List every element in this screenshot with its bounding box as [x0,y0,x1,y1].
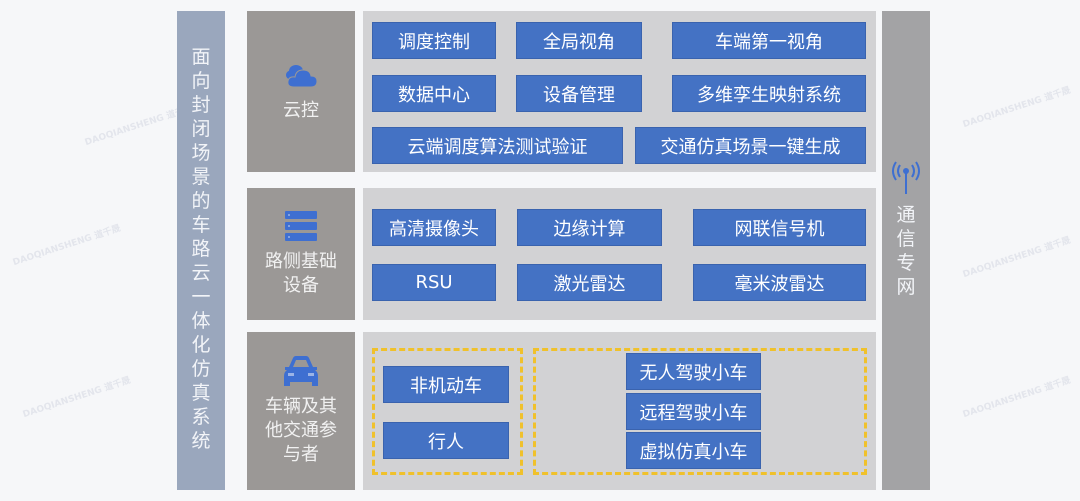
module-box: 设备管理 [516,75,642,112]
communication-network-label: 通信专网 [896,204,916,298]
module-box: 云端调度算法测试验证 [372,127,623,164]
group-non-motorized [372,348,523,475]
watermark: DAOQIANSHENG 道千晟 [961,85,1073,131]
layer-label: 云控 [283,99,319,121]
antenna-signal-icon [892,161,920,194]
participant-box: 非机动车 [383,366,509,403]
layer-label: 路侧基础 设备 [265,251,337,296]
system-title-column: 面向封闭场景的车路云一体化仿真系统 [177,11,225,490]
layer-label-cloud-control: 云控 [247,11,355,172]
module-box: 车端第一视角 [672,22,866,59]
watermark: DAOQIANSHENG 道千晟 [961,235,1073,281]
device-box: 激光雷达 [517,264,662,301]
watermark: DAOQIANSHENG 道千晟 [11,223,123,269]
module-box: 全局视角 [516,22,642,59]
participant-box: 无人驾驶小车 [626,353,761,390]
device-box: RSU [372,264,496,301]
group-test-cars [533,348,867,475]
device-box: 边缘计算 [517,209,662,246]
vehicles-panel [363,332,876,490]
watermark: DAOQIANSHENG 道千晟 [961,375,1073,421]
module-box: 交通仿真场景一键生成 [635,127,866,164]
cloud-icon [286,64,318,87]
system-title: 面向封闭场景的车路云一体化仿真系统 [191,46,211,452]
device-box: 高清摄像头 [372,209,496,246]
layer-label-roadside: 路侧基础 设备 [247,188,355,320]
car-icon [284,356,318,386]
participant-box: 虚拟仿真小车 [626,432,761,469]
module-box: 多维孪生映射系统 [672,75,866,112]
participant-box: 远程驾驶小车 [626,393,761,430]
watermark: DAOQIANSHENG 道千晟 [21,375,133,421]
layer-label: 车辆及其 他交通参 与者 [265,396,337,465]
communication-network-column: 通信专网 [882,11,930,490]
module-box: 数据中心 [372,75,496,112]
server-icon [285,211,317,241]
layer-label-vehicles: 车辆及其 他交通参 与者 [247,332,355,490]
device-box: 网联信号机 [693,209,866,246]
device-box: 毫米波雷达 [693,264,866,301]
participant-box: 行人 [383,422,509,459]
module-box: 调度控制 [372,22,496,59]
